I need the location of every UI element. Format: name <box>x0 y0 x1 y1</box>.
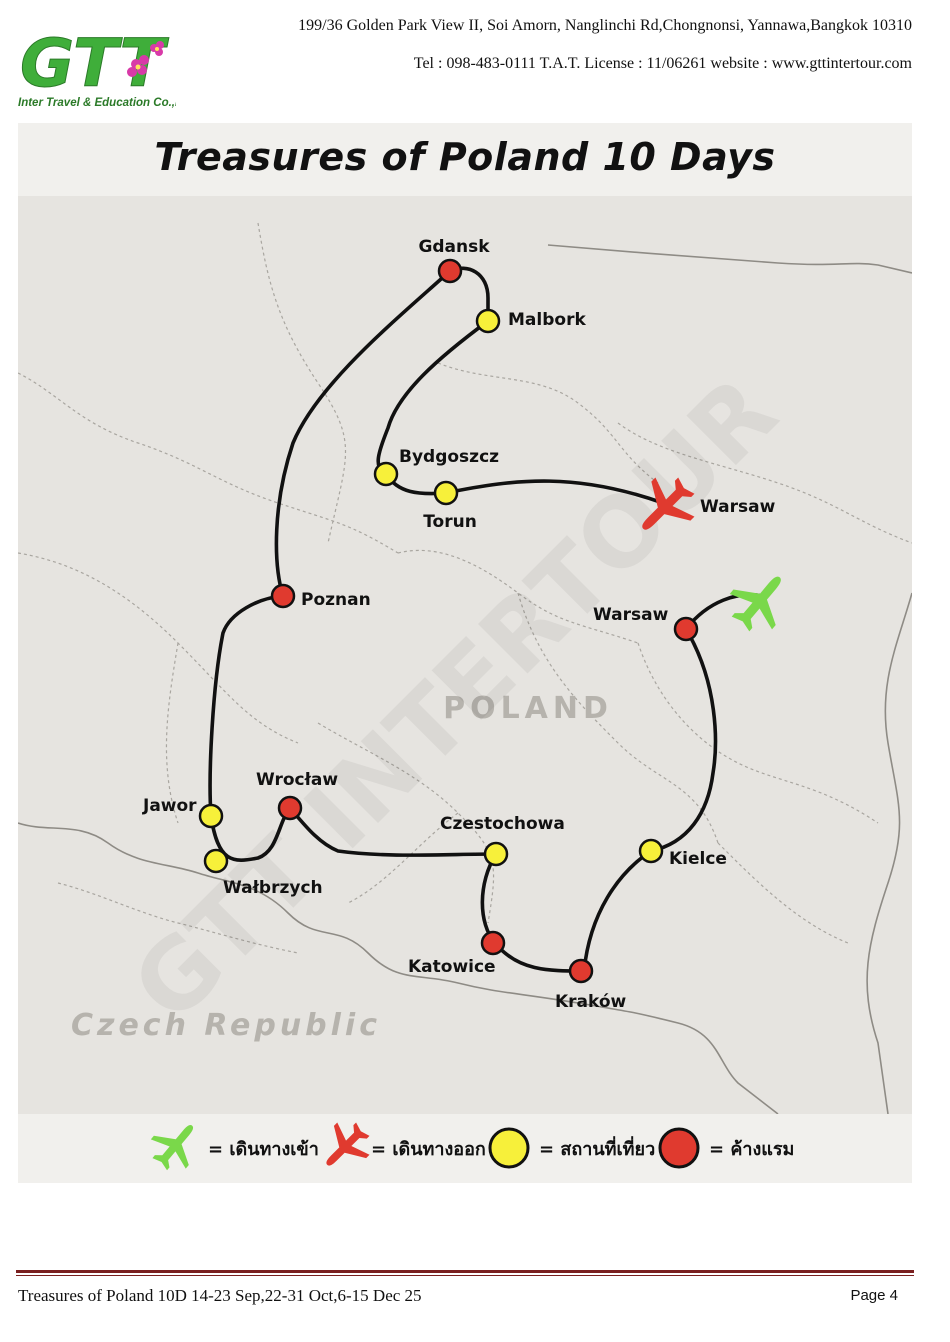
city-label-warsaw: Warsaw <box>593 605 669 625</box>
map-land <box>18 196 912 1114</box>
company-address: 199/36 Golden Park View II, Soi Amorn, N… <box>298 17 912 34</box>
country-label: POLAND <box>443 691 613 726</box>
map-canvas: POLAND Czech Republic GTT INTERTOUR <box>18 196 912 1183</box>
legend-label-overnight: = ค้างแรม <box>709 1139 794 1160</box>
city-marker-malbork <box>475 308 501 334</box>
city-label-gdansk: Gdansk <box>418 237 490 257</box>
red-dot-icon <box>658 1127 700 1169</box>
city-label-katowice: Katowice <box>408 957 496 977</box>
city-marker-czestochowa <box>483 841 509 867</box>
departure-plane-icon <box>642 477 695 530</box>
map-title: Treasures of Poland 10 Days <box>154 135 776 179</box>
city-label-poznan: Poznan <box>301 590 371 610</box>
city-marker-krakow <box>568 958 594 984</box>
route-map: Treasures of Poland 10 Days POLAND <box>18 123 912 1183</box>
footer-trip-name: Treasures of Poland 10D 14-23 Sep,22-31 … <box>18 1286 422 1305</box>
city-label-torun: Torun <box>423 512 477 532</box>
footer-rule-thin <box>16 1275 914 1276</box>
city-marker-kielce <box>638 838 664 864</box>
city-marker-gdansk <box>437 258 463 284</box>
city-label-bydgoszcz: Bydgoszcz <box>399 447 499 467</box>
city-label-wroclaw: Wrocław <box>256 770 338 790</box>
legend-label-arrival: = เดินทางเข้า <box>208 1139 319 1160</box>
company-logo: GTT Inter Travel & Education Co.,Ltd. <box>18 25 176 110</box>
city-marker-jawor <box>198 803 224 829</box>
city-marker-torun <box>433 480 459 506</box>
flower-icon <box>127 41 164 77</box>
country-borders <box>18 244 912 1115</box>
city-marker-walbrzych <box>203 848 229 874</box>
yellow-dot-icon <box>488 1127 530 1169</box>
city-label-kielce: Kielce <box>669 849 727 869</box>
page-number: Page 4 <box>850 1287 898 1304</box>
city-label-warsaw-departure: Warsaw <box>700 497 776 517</box>
arrival-plane-icon <box>150 1124 194 1171</box>
city-label-krakow: Kraków <box>555 992 627 1012</box>
departure-plane-icon <box>326 1122 370 1166</box>
region-borders <box>18 222 912 954</box>
city-label-malbork: Malbork <box>508 310 586 330</box>
city-marker-warsaw <box>673 616 699 642</box>
logo-subtitle: Inter Travel & Education Co.,Ltd. <box>18 97 176 109</box>
city-label-walbrzych: Wałbrzych <box>223 878 323 898</box>
city-marker-poznan <box>270 583 296 609</box>
city-marker-wroclaw <box>277 795 303 821</box>
legend-label-attraction: = สถานที่เที่ยว <box>539 1136 655 1160</box>
neighbor-label: Czech Republic <box>71 1008 381 1043</box>
company-contact: Tel : 098-483-0111 T.A.T. License : 11/0… <box>413 55 912 72</box>
city-label-czestochowa: Czestochowa <box>440 814 565 834</box>
arrival-plane-icon <box>729 576 781 632</box>
footer-rule <box>16 1270 914 1273</box>
legend-bar <box>18 1114 912 1183</box>
city-marker-katowice <box>480 930 506 956</box>
legend-label-departure: = เดินทางออก <box>371 1139 486 1160</box>
city-marker-bydgoszcz <box>373 461 399 487</box>
city-label-jawor: Jawor <box>142 796 197 816</box>
